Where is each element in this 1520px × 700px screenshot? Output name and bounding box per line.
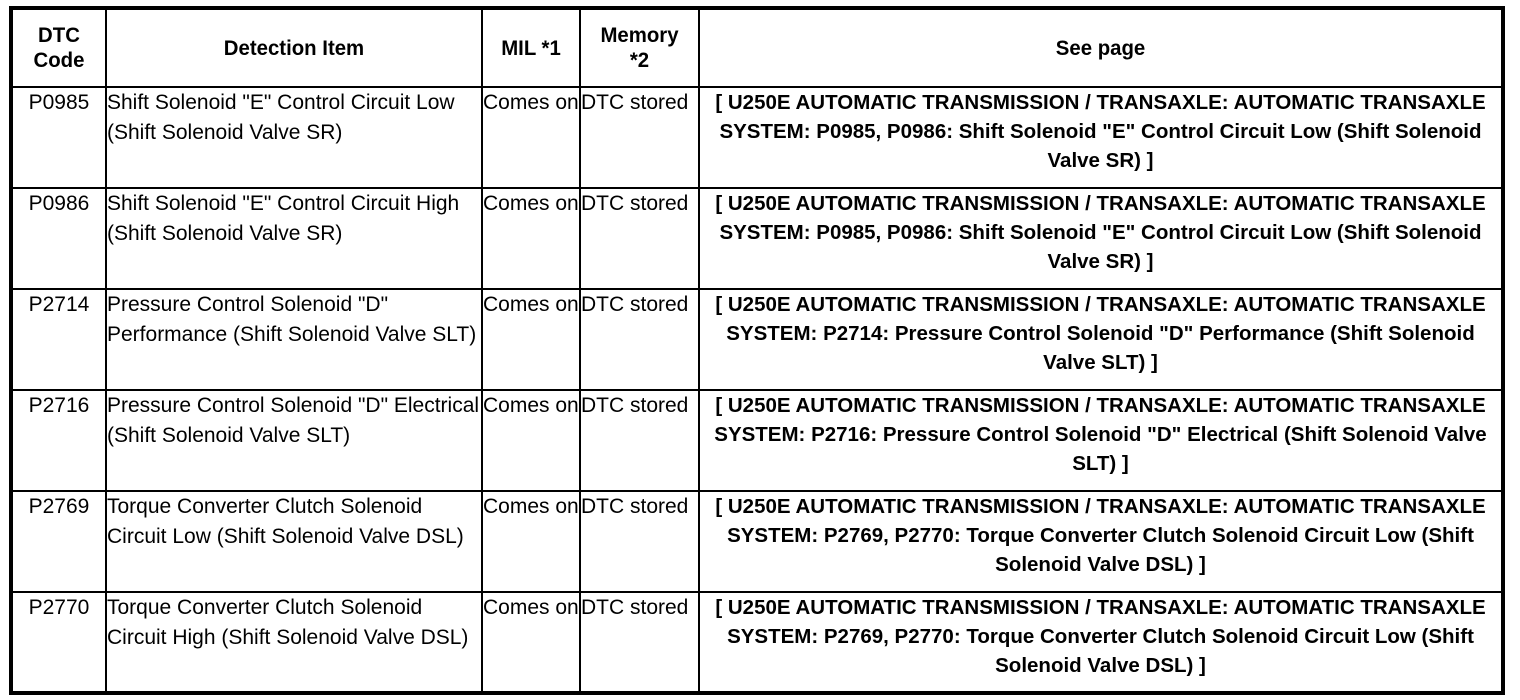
column-header-detection-item: Detection Item bbox=[110, 7, 478, 88]
see-page-reference-link[interactable]: [ U250E AUTOMATIC TRANSMISSION / TRANSAX… bbox=[715, 192, 1486, 273]
table-row: P0985 Shift Solenoid "E" Control Circuit… bbox=[10, 86, 1504, 189]
column-header-see-page-label: See page bbox=[1055, 36, 1146, 60]
cell-dtc-code: P0986 bbox=[10, 187, 107, 290]
table-row: P2769 Torque Converter Clutch Solenoid C… bbox=[10, 490, 1504, 593]
table-row: P2770 Torque Converter Clutch Solenoid C… bbox=[10, 591, 1504, 694]
cell-see-page[interactable]: [ U250E AUTOMATIC TRANSMISSION / TRANSAX… bbox=[698, 389, 1504, 492]
cell-see-page[interactable]: [ U250E AUTOMATIC TRANSMISSION / TRANSAX… bbox=[698, 490, 1504, 593]
cell-mil: Comes on bbox=[481, 389, 581, 492]
cell-dtc-code: P0985 bbox=[10, 86, 107, 189]
column-header-memory-label: Memory *2 bbox=[600, 24, 679, 72]
column-header-memory: Memory *2 bbox=[580, 7, 699, 88]
cell-memory: DTC stored bbox=[579, 288, 700, 391]
cell-detection-item: Pressure Control Solenoid "D" Performanc… bbox=[105, 288, 483, 391]
table-body: P0985 Shift Solenoid "E" Control Circuit… bbox=[10, 86, 1504, 694]
cell-mil: Comes on bbox=[481, 591, 581, 694]
cell-dtc-code: P2769 bbox=[10, 490, 107, 593]
column-header-see-page: See page bbox=[710, 7, 1492, 88]
cell-mil: Comes on bbox=[481, 288, 581, 391]
see-page-reference-link[interactable]: [ U250E AUTOMATIC TRANSMISSION / TRANSAX… bbox=[715, 596, 1486, 677]
column-header-dtc-code-label: DTC Code bbox=[33, 24, 85, 72]
cell-detection-item: Torque Converter Clutch Solenoid Circuit… bbox=[105, 591, 483, 694]
cell-see-page[interactable]: [ U250E AUTOMATIC TRANSMISSION / TRANSAX… bbox=[698, 288, 1504, 391]
cell-dtc-code: P2714 bbox=[10, 288, 107, 391]
see-page-reference-link[interactable]: [ U250E AUTOMATIC TRANSMISSION / TRANSAX… bbox=[715, 293, 1486, 374]
table-row: P0986 Shift Solenoid "E" Control Circuit… bbox=[10, 187, 1504, 290]
see-page-reference-link[interactable]: [ U250E AUTOMATIC TRANSMISSION / TRANSAX… bbox=[714, 394, 1487, 475]
cell-memory: DTC stored bbox=[579, 591, 700, 694]
cell-mil: Comes on bbox=[481, 490, 581, 593]
column-header-dtc-code: DTC Code bbox=[11, 7, 106, 88]
cell-see-page[interactable]: [ U250E AUTOMATIC TRANSMISSION / TRANSAX… bbox=[698, 86, 1504, 189]
see-page-reference-link[interactable]: [ U250E AUTOMATIC TRANSMISSION / TRANSAX… bbox=[715, 91, 1486, 172]
cell-see-page[interactable]: [ U250E AUTOMATIC TRANSMISSION / TRANSAX… bbox=[698, 591, 1504, 694]
cell-detection-item: Shift Solenoid "E" Control Circuit High … bbox=[105, 187, 483, 290]
column-header-detection-item-label: Detection Item bbox=[223, 36, 365, 60]
cell-mil: Comes on bbox=[481, 187, 581, 290]
see-page-reference-link[interactable]: [ U250E AUTOMATIC TRANSMISSION / TRANSAX… bbox=[715, 495, 1486, 576]
cell-dtc-code: P2716 bbox=[10, 389, 107, 492]
table-row: P2714 Pressure Control Solenoid "D" Perf… bbox=[10, 288, 1504, 391]
cell-memory: DTC stored bbox=[579, 490, 700, 593]
column-header-mil-label: MIL *1 bbox=[501, 36, 561, 60]
cell-detection-item: Shift Solenoid "E" Control Circuit Low (… bbox=[105, 86, 483, 189]
table-header-row: DTC Code Detection Item MIL *1 Memory *2… bbox=[11, 7, 1503, 88]
cell-detection-item: Torque Converter Clutch Solenoid Circuit… bbox=[105, 490, 483, 593]
cell-detection-item: Pressure Control Solenoid "D" Electrical… bbox=[105, 389, 483, 492]
column-header-mil: MIL *1 bbox=[482, 7, 580, 88]
cell-see-page[interactable]: [ U250E AUTOMATIC TRANSMISSION / TRANSAX… bbox=[698, 187, 1504, 290]
cell-memory: DTC stored bbox=[579, 187, 700, 290]
cell-memory: DTC stored bbox=[579, 389, 700, 492]
table-row: P2716 Pressure Control Solenoid "D" Elec… bbox=[10, 389, 1504, 492]
cell-dtc-code: P2770 bbox=[10, 591, 107, 694]
dtc-diagnostic-trouble-code-table: DTC Code Detection Item MIL *1 Memory *2… bbox=[9, 6, 1505, 695]
cell-memory: DTC stored bbox=[579, 86, 700, 189]
cell-mil: Comes on bbox=[481, 86, 581, 189]
table-header: DTC Code Detection Item MIL *1 Memory *2… bbox=[11, 7, 1503, 88]
